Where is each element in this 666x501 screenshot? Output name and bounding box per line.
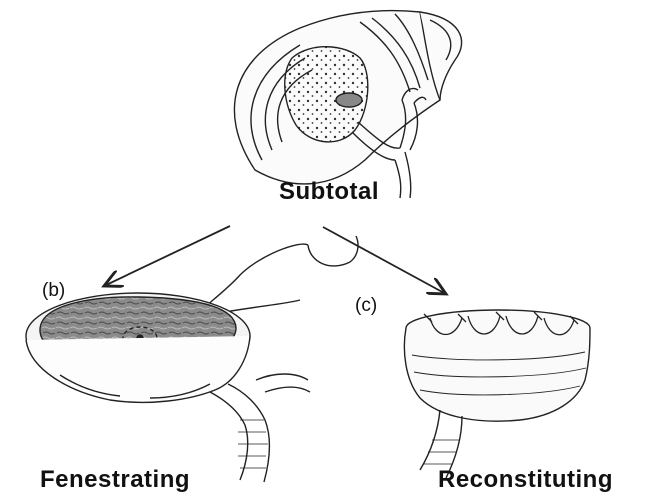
subtotal-illustration [234,11,461,198]
arrow-to-fenestrating [104,226,230,286]
arrow-to-reconstituting [323,227,446,294]
reconstituting-illustration [404,310,590,478]
subtotal-label: Subtotal [279,178,379,206]
fenestrating-illustration [26,293,310,482]
fenestrating-label: Fenestrating [40,466,190,494]
reconstituting-label: Reconstituting [438,466,613,494]
lumen-opening [336,93,362,107]
marker-b: (b) [42,280,65,302]
marker-c: (c) [355,295,377,317]
